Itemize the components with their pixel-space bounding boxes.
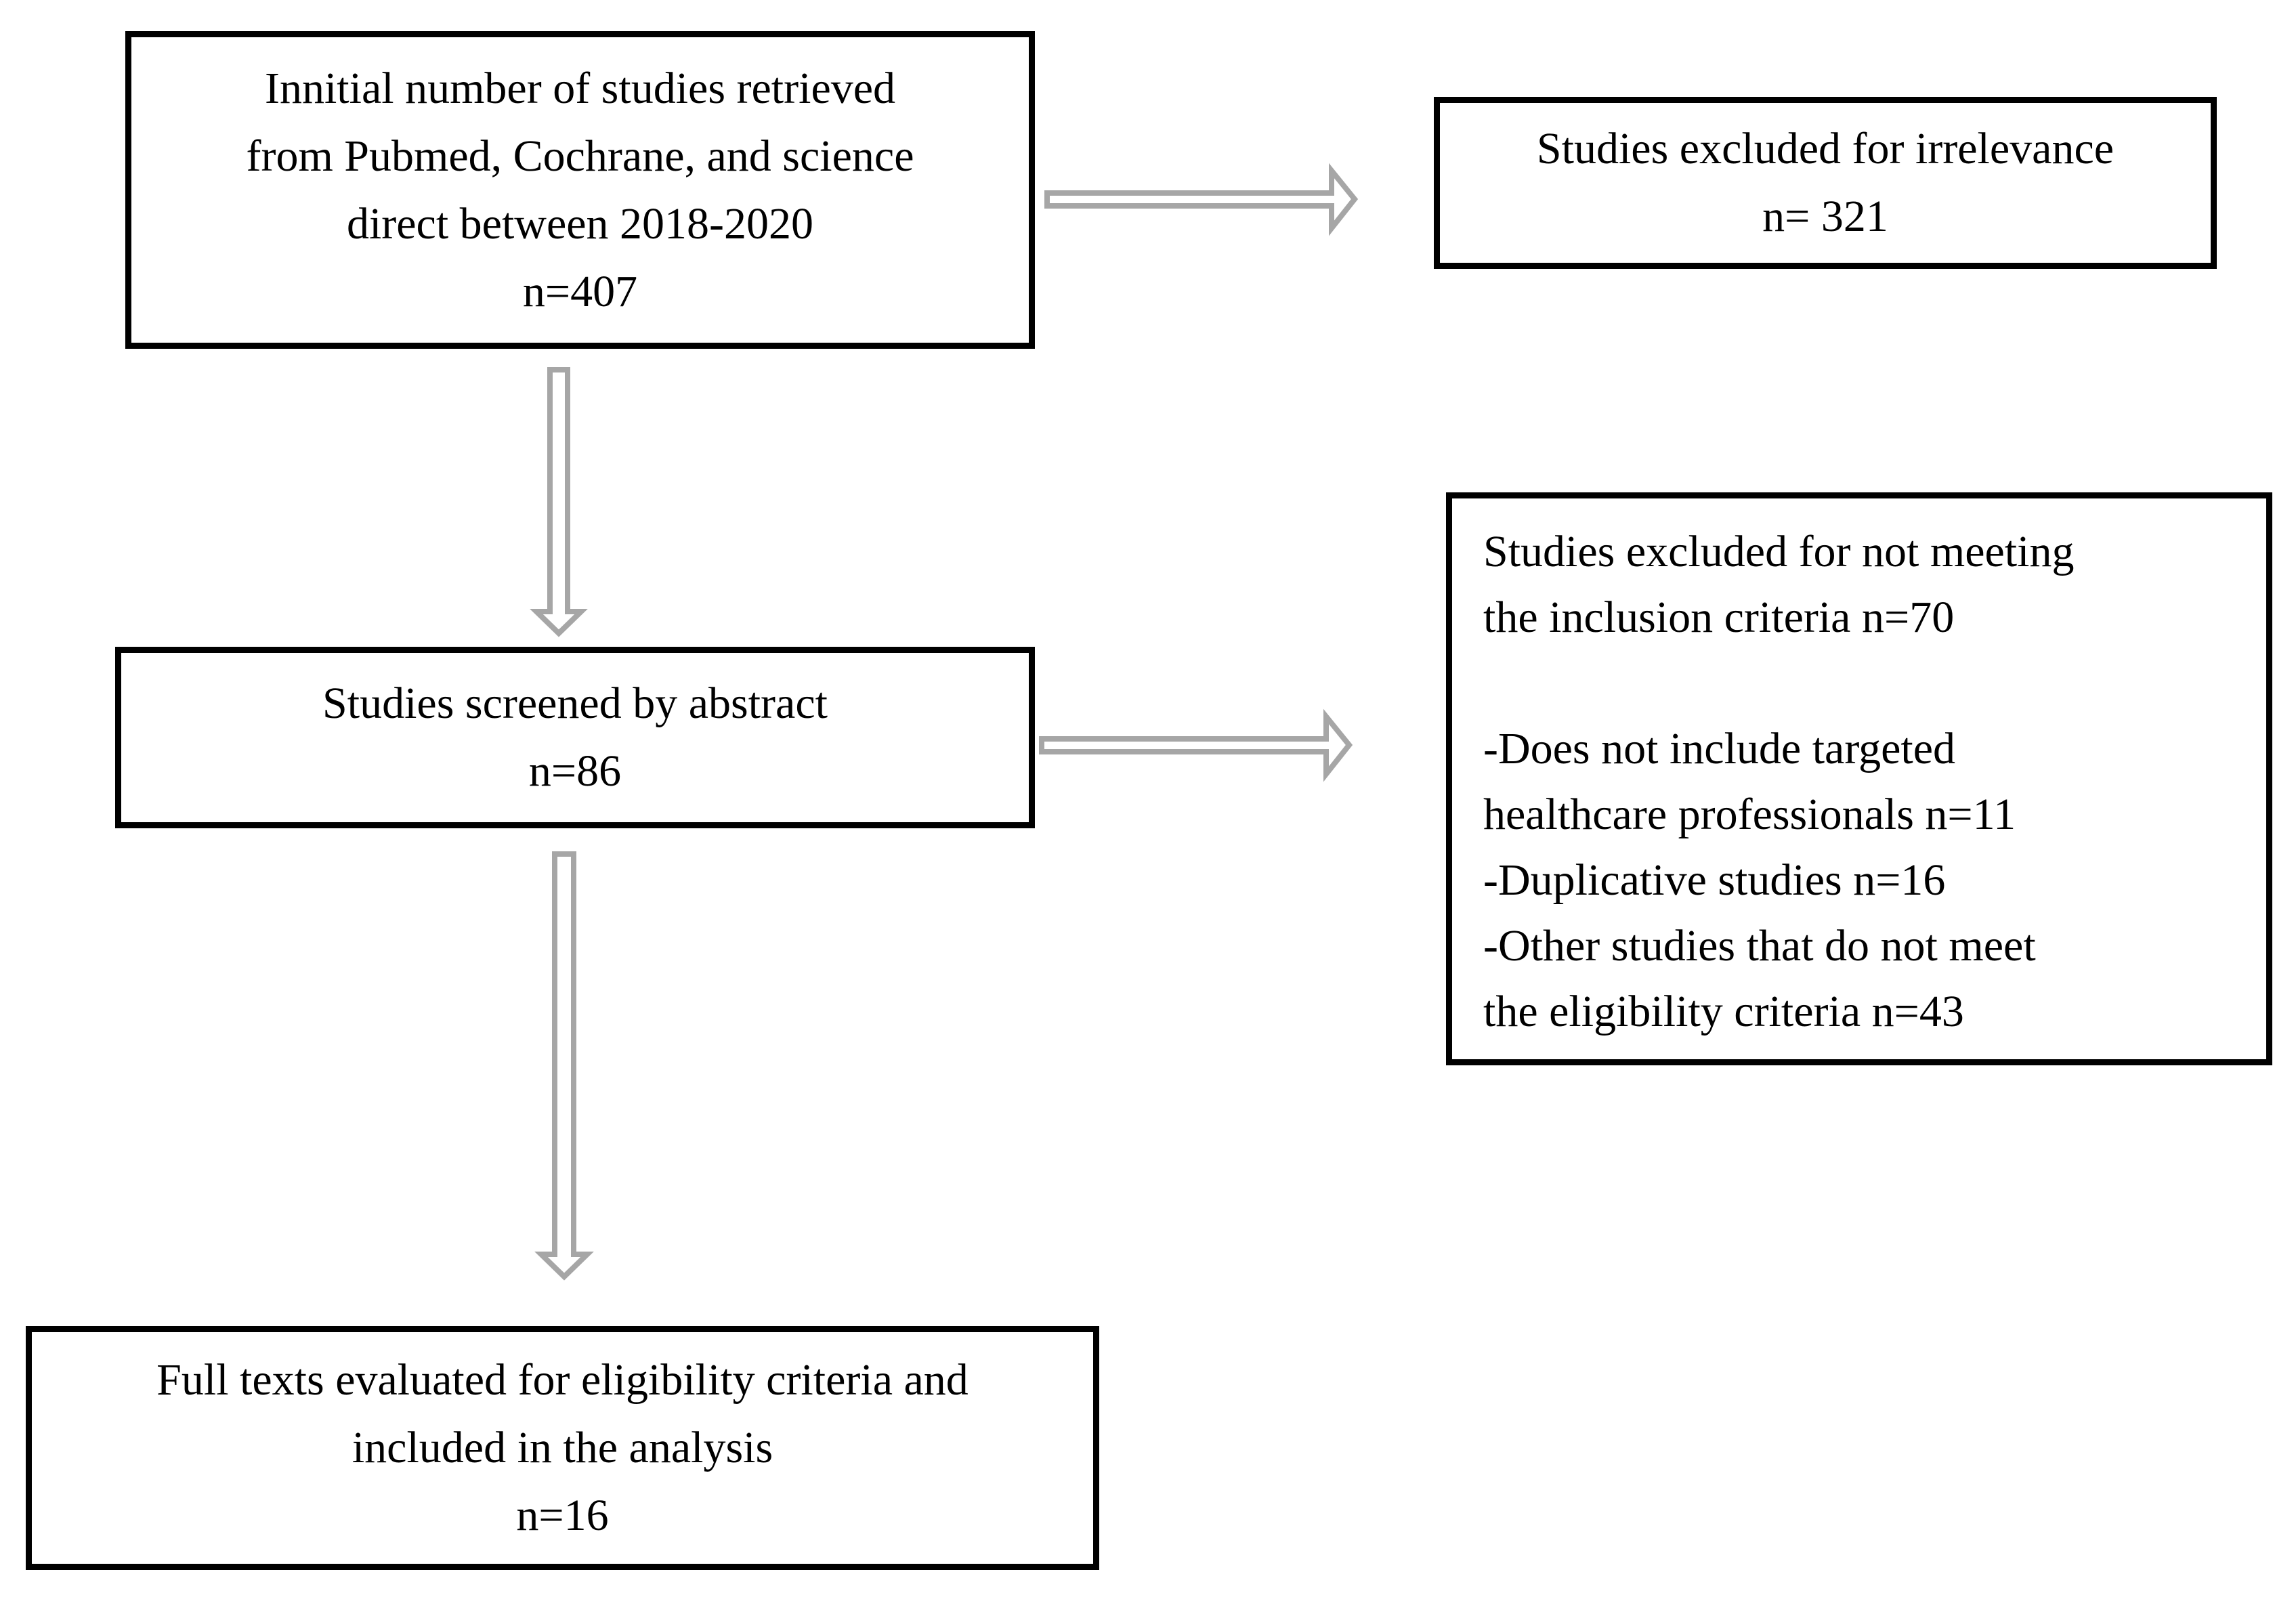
box-text-line: the inclusion criteria n=70 [1483, 593, 1955, 642]
box-text-line: -Other studies that do not meet [1483, 921, 2036, 971]
box-text-line: healthcare professionals n=11 [1483, 790, 2016, 839]
box-text-line: n=86 [528, 746, 622, 796]
box-text-line: Full texts evaluated for eligibility cri… [156, 1355, 969, 1405]
box-text-line: -Duplicative studies n=16 [1483, 855, 1946, 905]
box-text-line: direct between 2018-2020 [346, 198, 814, 249]
arrow-screened-to-excluded-inclusion-icon [1039, 708, 1353, 782]
box-screened-by-abstract: Studies screened by abstract n=86 [115, 647, 1035, 828]
box-excluded-inclusion-criteria: Studies excluded for not meeting the inc… [1446, 492, 2272, 1065]
box-text-line: the eligibility criteria n=43 [1483, 987, 1964, 1036]
box-initial-studies: Innitial number of studies retrieved fro… [125, 31, 1035, 349]
arrow-screened-to-fulltext-icon [534, 851, 594, 1281]
box-excluded-irrelevance: Studies excluded for irrelevance n= 321 [1434, 97, 2217, 269]
box-text-line: included in the analysis [352, 1423, 773, 1472]
box-text-line: n= 321 [1762, 192, 1888, 241]
arrow-initial-to-excluded-irrelevance-icon [1044, 163, 1359, 236]
arrow-initial-to-screened-icon [530, 367, 588, 637]
box-text-line: Studies excluded for not meeting [1483, 527, 2075, 576]
box-text-line: -Does not include targeted [1483, 724, 1956, 773]
box-text-line [1483, 650, 2254, 716]
box-text-line: Studies excluded for irrelevance [1536, 124, 2114, 173]
box-text-line: n=16 [516, 1491, 609, 1540]
box-text-line: from Pubmed, Cochrane, and science [246, 131, 914, 181]
box-text-line: Studies screened by abstract [322, 679, 828, 728]
box-fulltext-included: Full texts evaluated for eligibility cri… [26, 1326, 1099, 1570]
box-text-line: Innitial number of studies retrieved [264, 63, 896, 113]
box-text-line: n=407 [522, 266, 638, 316]
